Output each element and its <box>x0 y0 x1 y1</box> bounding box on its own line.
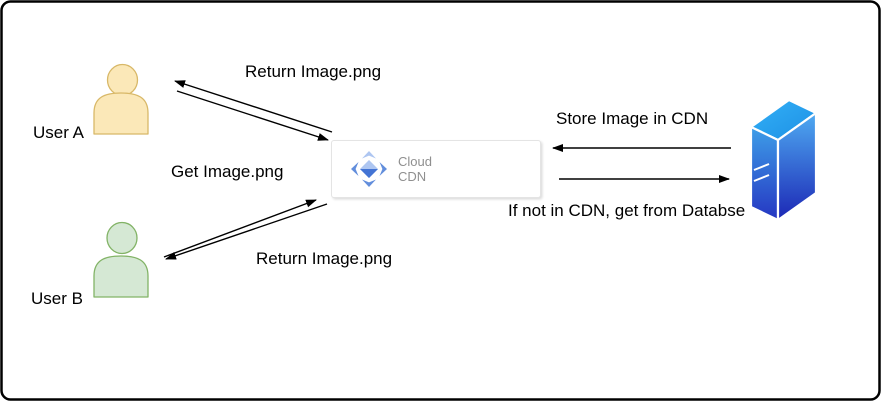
arrow-get-from-user-a <box>176 90 329 141</box>
server-indicator-lines <box>753 163 770 182</box>
cloud-cdn-node: Cloud CDN <box>331 140 541 198</box>
user-b-icon <box>93 221 149 298</box>
cloud-cdn-label: Cloud CDN <box>398 154 432 184</box>
label-fallback-note: If not in CDN, get from Databse <box>508 201 746 220</box>
user-a-icon <box>93 63 149 135</box>
label-return-image-a: Return Image.png <box>245 62 382 81</box>
user-a-label: User A <box>33 123 85 142</box>
label-return-image-b: Return Image.png <box>256 249 393 268</box>
database-server-icon <box>749 98 818 222</box>
arrow-return-to-user-a <box>174 80 333 133</box>
arrow-get-from-user-b <box>163 199 317 258</box>
cloud-cdn-icon <box>351 151 387 187</box>
label-get-image: Get Image.png <box>171 162 284 181</box>
label-store-image: Store Image in CDN <box>556 109 709 128</box>
arrow-return-to-user-b <box>165 203 328 260</box>
user-b-label: User B <box>31 289 83 308</box>
